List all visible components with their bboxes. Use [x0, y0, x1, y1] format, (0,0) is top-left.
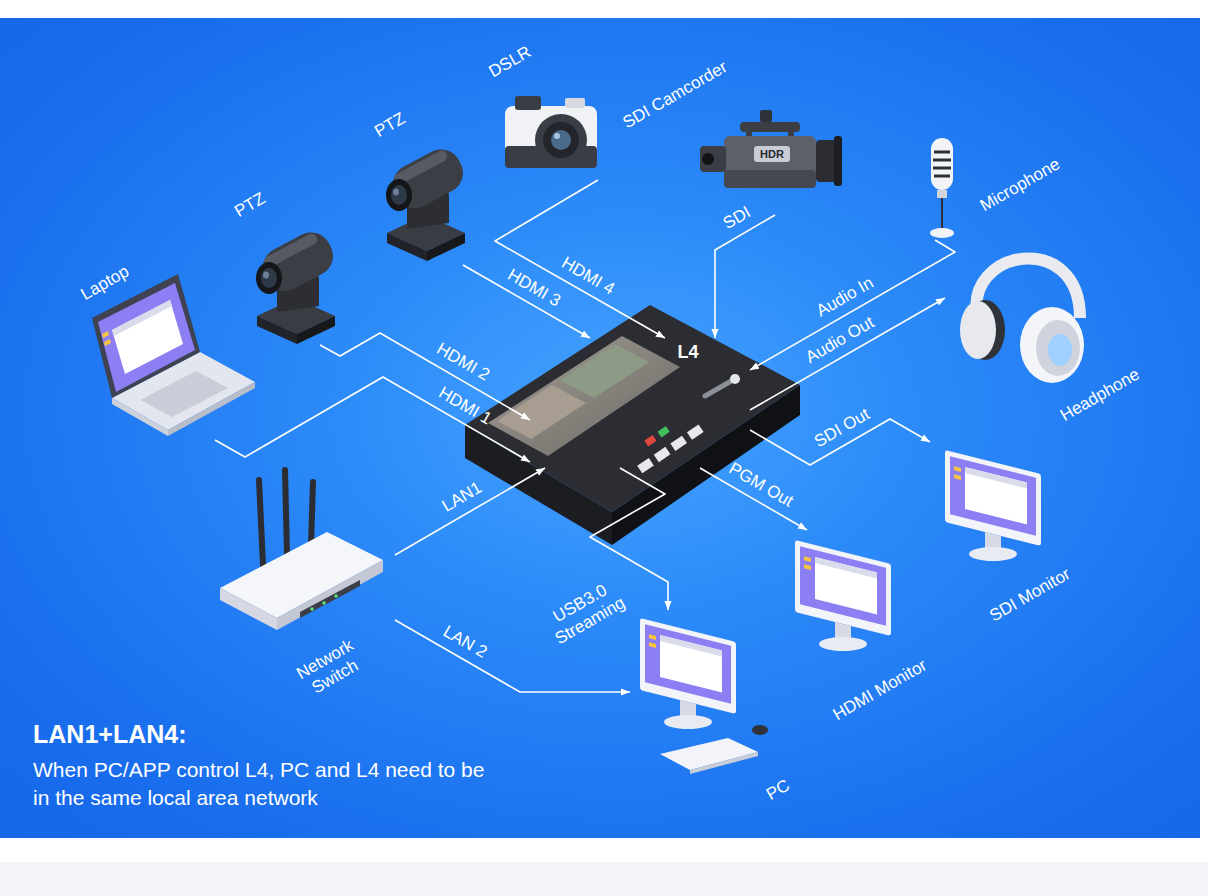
ptz-camera-art: [256, 225, 340, 344]
signal-connector: [395, 620, 630, 692]
device-label: SDI Monitor: [986, 564, 1073, 626]
note-text: When PC/APP control L4, PC and L4 need t…: [33, 756, 503, 813]
laptop-art: [92, 274, 255, 436]
switcher-node: L4: [530, 338, 750, 468]
device-label: L4: [677, 342, 698, 363]
device-node: PTZ: [360, 100, 470, 265]
device-label: DSLR: [485, 42, 534, 82]
device-label: PTZ: [231, 189, 269, 222]
device-node: SDI Monitor: [930, 440, 1090, 630]
device-label: Microphone: [977, 154, 1064, 215]
device-label: SDI Camcorder: [619, 57, 730, 132]
signal-connector: [215, 377, 530, 462]
device-label: Laptop: [78, 262, 133, 305]
signal-connector: [395, 468, 545, 555]
device-node: DSLR: [480, 40, 605, 180]
device-label: Headphone: [1057, 365, 1143, 426]
signal-connector: [495, 180, 665, 338]
ptz-camera-art: [386, 142, 470, 261]
headphone-art: [960, 258, 1084, 383]
device-label: PC: [763, 776, 793, 805]
signal-connector: [750, 298, 945, 410]
device-node: HDMI Monitor: [785, 530, 950, 730]
sdi-monitor-art: [945, 450, 1041, 562]
device-label: PTZ: [371, 109, 409, 142]
device-node: PTZ: [228, 185, 340, 345]
device-label: Network Switch: [288, 632, 372, 703]
router-art: [220, 470, 383, 630]
page-footer-band: [0, 862, 1208, 896]
device-node: PC: [630, 610, 805, 810]
signal-connector: [320, 333, 530, 420]
pc-monitor-art: [640, 618, 736, 730]
device-node: Headphone: [945, 265, 1160, 430]
hdmi-monitor-art: [795, 540, 891, 652]
device-label: HDMI Monitor: [830, 655, 931, 724]
switcher-art: [465, 305, 800, 545]
device-node: Microphone: [905, 130, 1090, 240]
keyboard-mouse-art: [660, 725, 768, 774]
camcorder-art: [700, 110, 842, 188]
microphone-art: [930, 138, 954, 238]
dslr-art: [505, 96, 597, 168]
device-node: Network Switch: [205, 470, 395, 705]
device-marking: HDR: [760, 148, 784, 161]
device-node: SDI Camcorder: [605, 50, 845, 215]
device-node: Laptop: [60, 255, 260, 440]
signal-connector: [715, 215, 775, 338]
note-heading: LAN1+LAN4:: [33, 718, 187, 752]
